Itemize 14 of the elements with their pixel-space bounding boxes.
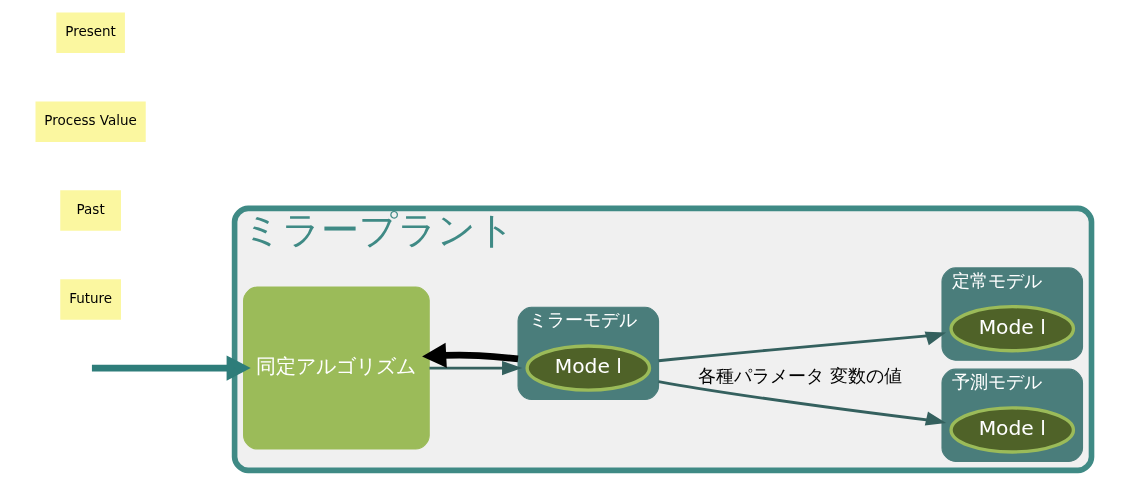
label: Past — [76, 201, 105, 218]
arrow — [658, 380, 947, 426]
node-ellipse: Mode l — [949, 304, 1076, 353]
arrow — [422, 342, 519, 368]
node-box: 同定アルゴリズム — [243, 286, 430, 450]
arrow — [429, 360, 523, 376]
label: Present — [65, 23, 116, 40]
node-ellipse: Mode l — [525, 344, 652, 392]
edge-label: 各種パラメータ 変数の値 — [698, 365, 903, 387]
label: Future — [69, 289, 113, 306]
arrow — [91, 355, 251, 381]
label: Process Value — [44, 112, 137, 129]
node-ellipse: Mode l — [949, 406, 1076, 454]
arrow — [658, 331, 947, 363]
